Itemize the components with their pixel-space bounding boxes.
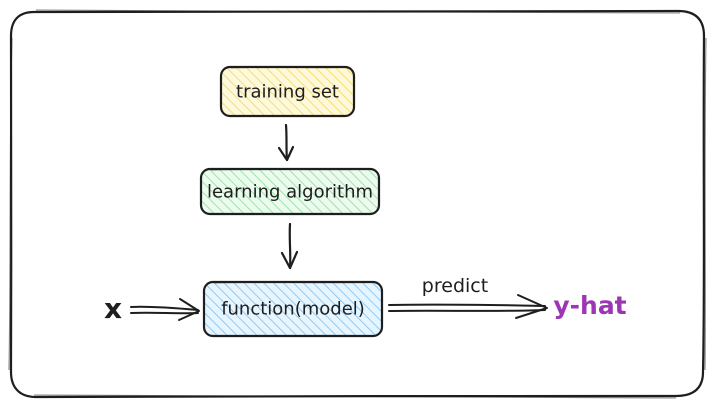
output-y-hat-label: y-hat (553, 291, 626, 320)
arrow-function-to-output (388, 294, 548, 319)
outer-frame (9, 9, 706, 399)
node-learning-algorithm-label: learning algorithm (207, 182, 373, 203)
node-training-set: training set (219, 65, 356, 118)
node-learning-algorithm: learning algorithm (199, 167, 381, 216)
input-x-label: x (104, 292, 122, 325)
arrow-training-to-learning (277, 123, 295, 162)
outer-frame-sketch (8, 9, 707, 399)
node-training-set-label: training set (236, 82, 339, 103)
node-function-model: function(model) (202, 280, 384, 338)
edge-label-predict: predict (422, 275, 488, 297)
node-function-model-label: function(model) (221, 299, 365, 320)
arrow-learning-to-function (280, 222, 299, 270)
arrow-x-to-function (130, 298, 200, 321)
